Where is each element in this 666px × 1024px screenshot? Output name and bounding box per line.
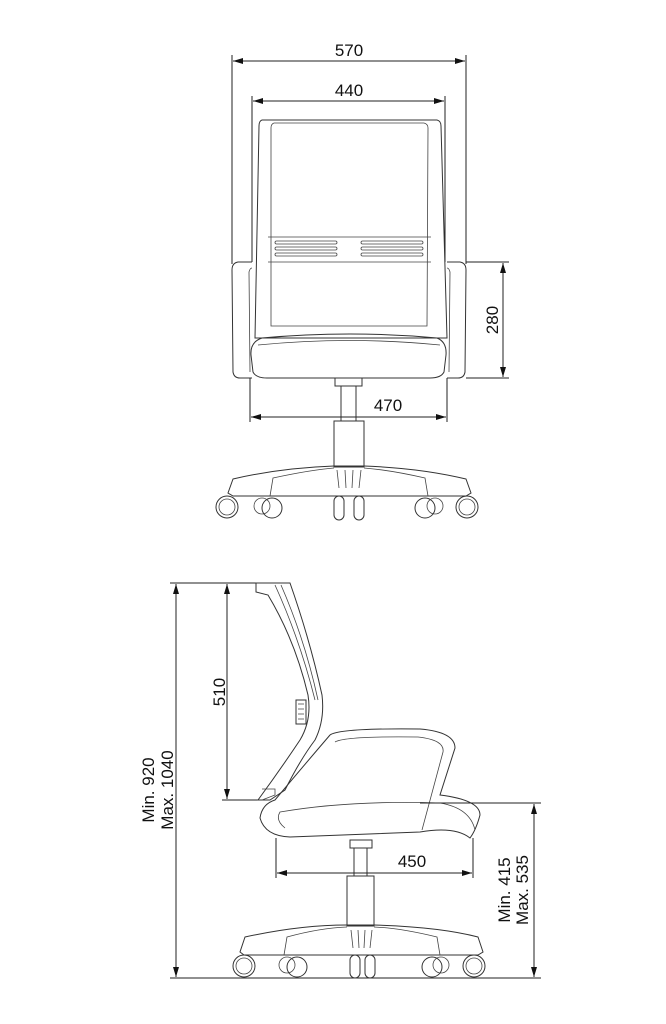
- side-view: Min. 920 Max. 1040 510: [139, 582, 541, 979]
- mechanism-front: [334, 377, 363, 387]
- label-510: 510: [210, 678, 229, 706]
- label-280: 280: [483, 306, 502, 334]
- cylinder-side: [346, 875, 375, 927]
- armrest-right: [447, 261, 467, 379]
- dimension-seat-width: 470: [249, 378, 448, 422]
- lumbar-knob: [295, 699, 307, 725]
- front-view: 570 440: [215, 41, 509, 521]
- backrest-side: [255, 582, 324, 801]
- armrest-left: [231, 261, 252, 379]
- label-seat-height-min: Min. 415: [495, 857, 514, 922]
- dimension-armrest-height: 280: [466, 261, 509, 379]
- dimension-seat-depth: 450: [275, 838, 474, 878]
- label-seat-height-max: Max. 535: [513, 855, 532, 925]
- gas-lift-side: [353, 847, 368, 877]
- cylinder-front: [333, 420, 365, 468]
- label-total-height-max: Max. 1040: [158, 750, 177, 829]
- gas-lift-front: [340, 385, 357, 422]
- base-side: [239, 924, 484, 956]
- seat-side: [259, 728, 481, 839]
- dimension-overall-width: 570: [231, 41, 467, 264]
- label-470: 470: [374, 396, 402, 415]
- vent-right: [360, 240, 424, 257]
- label-570: 570: [335, 41, 363, 60]
- dimension-total-height: Min. 920 Max. 1040: [139, 582, 541, 979]
- dimension-backrest-width: 440: [251, 81, 446, 262]
- dimension-backrest-height: 510: [210, 584, 262, 801]
- vent-left: [274, 240, 338, 257]
- label-450: 450: [398, 852, 426, 871]
- mechanism-side: [349, 839, 373, 849]
- label-total-height-min: Min. 920: [139, 757, 158, 822]
- seat-front: [250, 333, 447, 379]
- casters-front: [215, 495, 479, 521]
- base-front: [227, 465, 472, 497]
- label-440: 440: [335, 81, 363, 100]
- casters-side: [232, 954, 486, 979]
- dimension-seat-height: Min. 415 Max. 535: [420, 802, 541, 977]
- backrest-front: [254, 119, 448, 339]
